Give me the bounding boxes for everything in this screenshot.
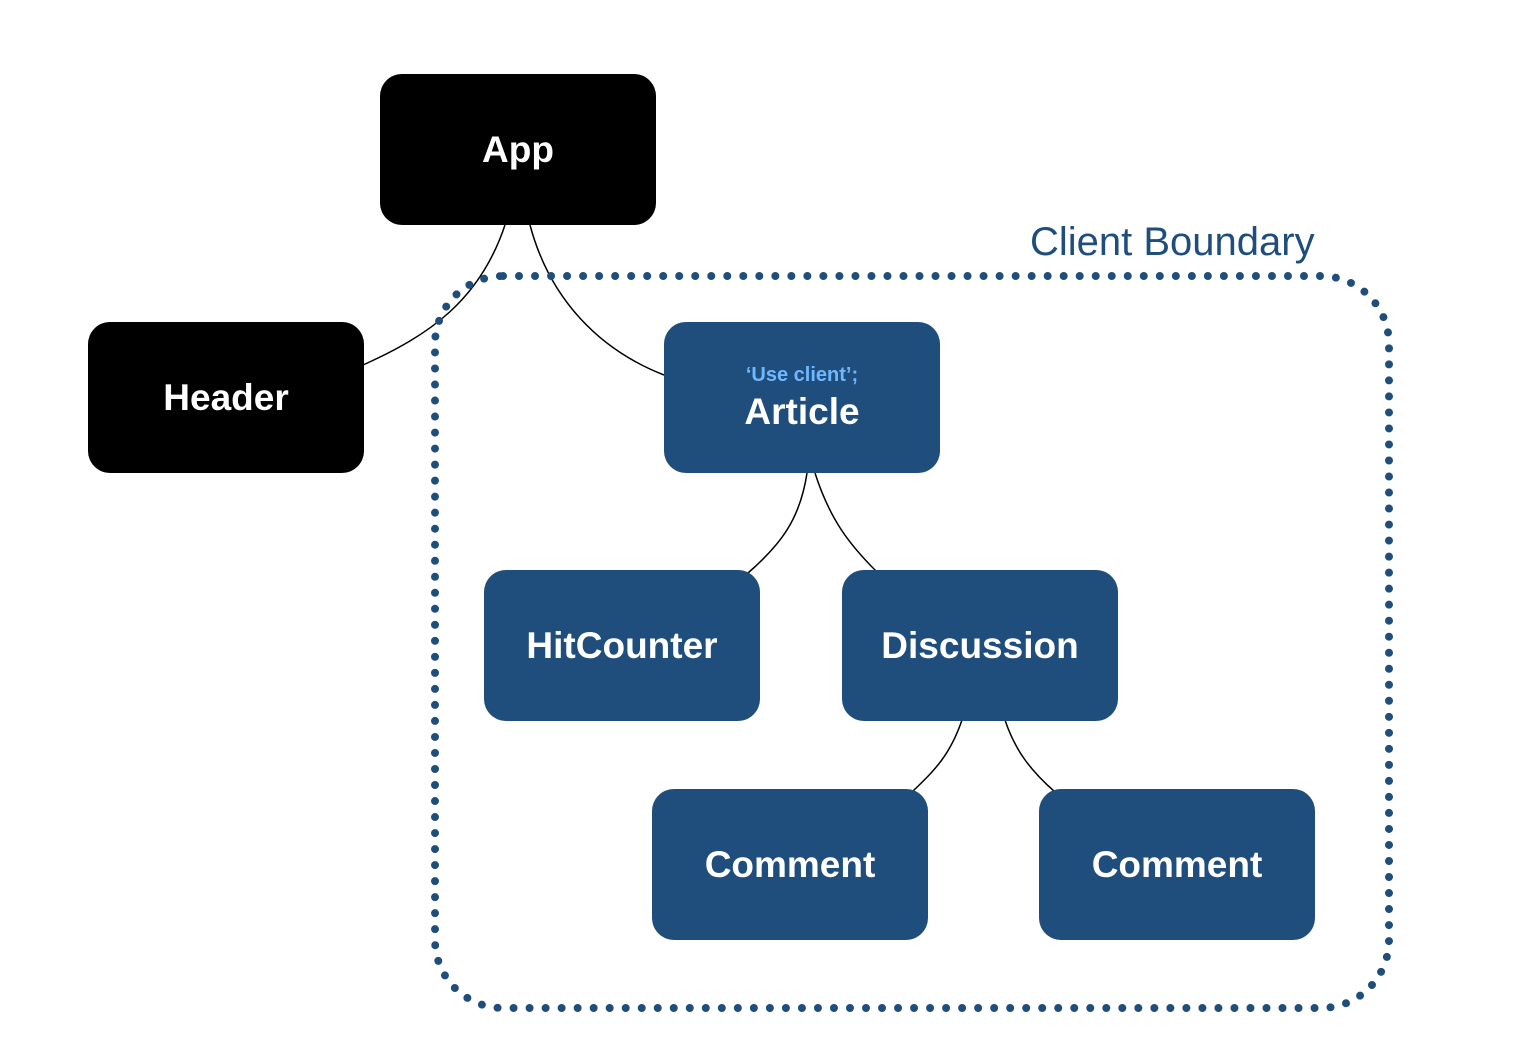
- client-boundary: [431, 272, 1393, 1012]
- edge-app-article: [529, 224, 665, 376]
- node-app[interactable]: App: [380, 74, 656, 225]
- node-header[interactable]: Header: [88, 322, 364, 473]
- node-article[interactable]: ‘Use client’; Article: [664, 322, 940, 473]
- node-label: Discussion: [881, 624, 1079, 666]
- edge-discussion-comment1: [911, 719, 963, 793]
- node-label: App: [482, 128, 554, 170]
- node-label: Article: [744, 390, 860, 432]
- use-client-directive: ‘Use client’;: [745, 363, 859, 386]
- node-comment-1[interactable]: Comment: [652, 789, 928, 940]
- node-label: Comment: [704, 843, 876, 885]
- node-label: Header: [163, 376, 289, 418]
- node-label: HitCounter: [526, 624, 718, 666]
- edge-article-discussion: [814, 472, 877, 572]
- node-label: Comment: [1091, 843, 1263, 885]
- node-comment-2[interactable]: Comment: [1039, 789, 1315, 940]
- edge-discussion-comment2: [1004, 719, 1056, 793]
- client-boundary-label: Client Boundary: [1030, 220, 1315, 264]
- node-hitcounter[interactable]: HitCounter: [484, 570, 760, 721]
- node-discussion[interactable]: Discussion: [842, 570, 1118, 721]
- edge-article-hitcounter: [747, 472, 808, 574]
